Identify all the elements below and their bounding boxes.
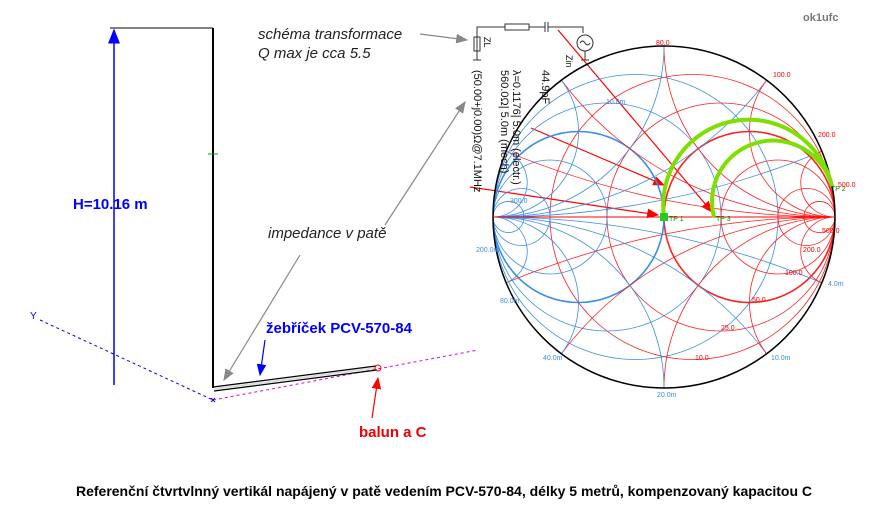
ladder-label: žebříček PCV-570-84 [266, 320, 412, 337]
trace-tp3-tp2 [710, 138, 834, 218]
ladder-arrow [256, 339, 267, 377]
balun-arrow [371, 376, 382, 419]
schema-arrow [419, 33, 469, 44]
reactance-arc [663, 46, 835, 218]
load-impedance: (50.00+j0.00)Ω@7.1MHz [471, 70, 483, 193]
line-electrical: λ=0.1176| 5.0m (electr.) [510, 70, 522, 185]
susceptance-arc [493, 46, 665, 218]
reactance-arc [800, 150, 835, 218]
susceptance-arc [493, 216, 767, 355]
height-label: H=10.16 m [73, 196, 148, 213]
tp1-label: TP 1 [669, 216, 684, 223]
ground-line [212, 349, 479, 401]
circuit-schematic [473, 22, 594, 61]
susceptance-arc [493, 216, 822, 284]
smith-label: 200.0 [803, 247, 821, 254]
trace-tp1-tp2 [661, 117, 834, 218]
smith-label: 4.0m [828, 281, 844, 288]
impedance-arrow-down [223, 254, 301, 382]
signature: ok1ufc [803, 12, 839, 24]
susceptance-arc [493, 216, 579, 355]
impedance-note: impedance v patě [268, 225, 387, 242]
reactance-arc [561, 216, 835, 355]
tp1-marker [660, 213, 668, 221]
susceptance-arc [493, 216, 528, 284]
y-axis [39, 319, 214, 401]
smith-chart [492, 45, 836, 389]
load-label: ZL [482, 37, 492, 48]
pointer-arrow [557, 29, 713, 213]
balun-label: balun a C [359, 424, 427, 441]
tp3-label: TP 3 [716, 216, 731, 223]
pointer-arrow [530, 127, 666, 186]
susceptance-arc [493, 216, 665, 388]
smith-label: 40.0m [543, 355, 563, 362]
ladder-line [212, 365, 378, 392]
smith-label: 80.0m [500, 298, 520, 305]
pointer-arrow [469, 186, 660, 219]
smith-label: 20.0m [657, 392, 677, 399]
smith-label: 50.0 [752, 297, 766, 304]
caption: Referenční čtvrtvlnný vertikál napájený … [75, 483, 813, 499]
reactance-arc [749, 79, 835, 218]
reactance-arc [506, 150, 835, 218]
reactance-arc [749, 216, 835, 355]
smith-label: 300.0 [510, 198, 528, 205]
smith-label: 200.0m [476, 247, 500, 254]
schema-note: schéma transformace [258, 26, 403, 43]
smith-label: 10.0m [606, 99, 626, 106]
susceptance-arc [493, 79, 579, 218]
smith-label: 100.0 [785, 270, 803, 277]
tp2-label: TP 2 [831, 186, 846, 193]
source-label: Zin [564, 55, 574, 68]
balun-marker [374, 364, 382, 372]
smith-label: 10.0 [695, 355, 709, 362]
smith-label: 10.0m [771, 355, 791, 362]
smith-label: 80.0 [656, 40, 670, 47]
susceptance-arc [493, 79, 767, 218]
impedance-arrow-up [384, 100, 466, 226]
y-axis-label: Y [30, 311, 37, 322]
smith-label: 500.0 [838, 182, 856, 189]
reactance-arc [506, 216, 835, 284]
reactance-arc [663, 216, 835, 388]
line-mechanical: 560.0Ω| 5.0m (mech) [498, 70, 510, 174]
smith-label: 100.0 [773, 72, 791, 79]
origin-marker [210, 397, 216, 403]
susceptance-arc [493, 150, 822, 218]
smith-label: 25.0 [721, 325, 735, 332]
susceptance-arc [493, 150, 528, 218]
capacitor-value: 44.9pF [539, 70, 551, 105]
smith-label: 200.0 [818, 132, 836, 139]
reactance-arc [800, 216, 835, 284]
qmax-note: Q max je cca 5.5 [258, 45, 371, 62]
reactance-arc [561, 79, 835, 218]
smith-label: 500.0 [822, 228, 840, 235]
